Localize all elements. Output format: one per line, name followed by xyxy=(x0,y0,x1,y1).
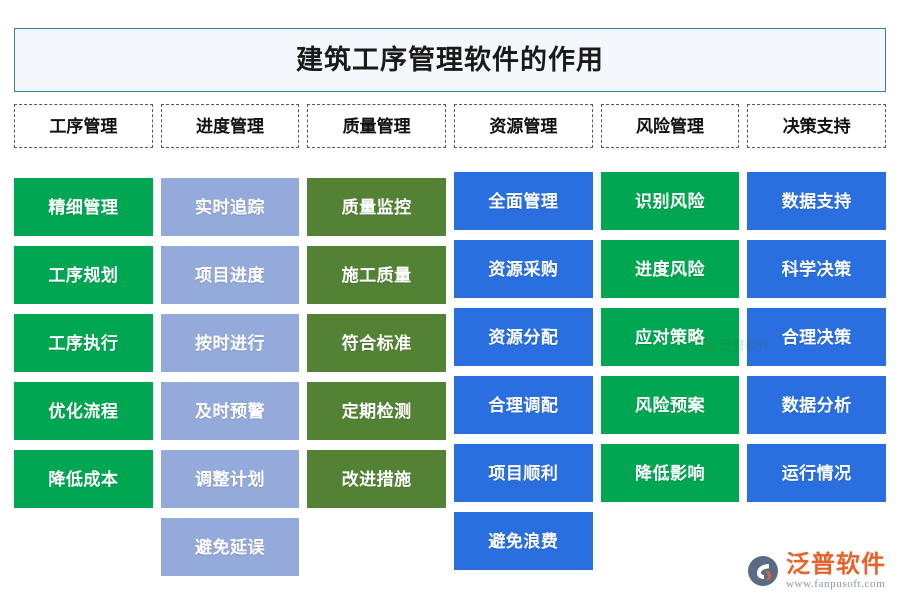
title-banner: 建筑工序管理软件的作用 xyxy=(14,28,886,92)
category-header-label: 风险管理 xyxy=(636,116,705,136)
card[interactable]: 优化流程 xyxy=(14,382,153,440)
card[interactable]: 实时追踪 xyxy=(160,178,300,236)
card[interactable]: 项目顺利 xyxy=(454,444,593,502)
card[interactable]: 合理调配 xyxy=(454,376,593,434)
page-title: 建筑工序管理软件的作用 xyxy=(296,44,604,75)
category-header-4[interactable]: 资源管理 xyxy=(454,104,593,148)
card[interactable]: 改进措施 xyxy=(307,450,447,508)
category-header-label: 质量管理 xyxy=(342,116,411,136)
category-header-label: 进度管理 xyxy=(196,116,264,136)
card[interactable]: 资源分配 xyxy=(454,308,593,366)
card[interactable]: 避免浪费 xyxy=(454,512,593,570)
card[interactable]: 资源采购 xyxy=(454,240,593,298)
card-column-6: 数据支持科学决策合理决策数据分析运行情况 xyxy=(747,172,887,584)
card[interactable]: 合理决策 xyxy=(747,308,887,366)
card[interactable]: 降低影响 xyxy=(600,444,740,502)
category-header-label: 决策支持 xyxy=(782,116,851,136)
card[interactable]: 质量监控 xyxy=(307,178,447,236)
card-column-5: 识别风险进度风险应对策略风险预案降低影响 xyxy=(600,172,740,584)
card[interactable]: 风险预案 xyxy=(600,376,740,434)
card[interactable]: 工序规划 xyxy=(14,246,153,304)
card[interactable]: 项目进度 xyxy=(160,246,300,304)
card[interactable]: 全面管理 xyxy=(454,172,593,230)
category-header-1[interactable]: 工序管理 xyxy=(14,104,153,148)
logo-name: 泛普软件 xyxy=(786,550,886,578)
category-header-2[interactable]: 进度管理 xyxy=(160,104,300,148)
card-column-1: 精细管理工序规划工序执行优化流程降低成本 xyxy=(14,172,153,584)
card[interactable]: 避免延误 xyxy=(160,518,300,576)
card[interactable]: 降低成本 xyxy=(14,450,153,508)
card[interactable]: 定期检测 xyxy=(307,382,447,440)
card[interactable]: 数据支持 xyxy=(747,172,887,230)
category-header-row: 工序管理 进度管理 质量管理 资源管理 风险管理 决策支持 xyxy=(14,104,887,148)
card[interactable]: 运行情况 xyxy=(747,444,887,502)
card[interactable]: 科学决策 xyxy=(747,240,887,298)
card[interactable]: 工序执行 xyxy=(14,314,153,372)
fanpu-logo-icon xyxy=(746,554,780,588)
card[interactable]: 施工质量 xyxy=(307,246,447,304)
card[interactable]: 数据分析 xyxy=(747,376,887,434)
card[interactable]: 应对策略 xyxy=(600,308,740,366)
category-header-3[interactable]: 质量管理 xyxy=(307,104,447,148)
card[interactable]: 调整计划 xyxy=(160,450,300,508)
logo-url: www.fanpusoft.com xyxy=(786,578,886,590)
card[interactable]: 精细管理 xyxy=(14,178,153,236)
card[interactable]: 按时进行 xyxy=(160,314,300,372)
category-columns: 精细管理工序规划工序执行优化流程降低成本实时追踪项目进度按时进行及时预警调整计划… xyxy=(14,172,887,584)
brand-logo: 泛普软件 www.fanpusoft.com xyxy=(746,552,886,590)
card-column-2: 实时追踪项目进度按时进行及时预警调整计划避免延误 xyxy=(160,172,300,584)
logo-wordmark: 泛普软件 www.fanpusoft.com xyxy=(786,552,886,590)
card[interactable]: 识别风险 xyxy=(600,172,740,230)
category-header-6[interactable]: 决策支持 xyxy=(747,104,887,148)
category-header-5[interactable]: 风险管理 xyxy=(600,104,740,148)
card[interactable]: 进度风险 xyxy=(600,240,740,298)
card-column-3: 质量监控施工质量符合标准定期检测改进措施 xyxy=(307,172,447,584)
card-column-4: 全面管理资源采购资源分配合理调配项目顺利避免浪费 xyxy=(454,172,593,584)
category-header-label: 资源管理 xyxy=(489,116,558,136)
category-header-label: 工序管理 xyxy=(49,116,118,136)
card[interactable]: 符合标准 xyxy=(307,314,447,372)
card[interactable]: 及时预警 xyxy=(160,382,300,440)
